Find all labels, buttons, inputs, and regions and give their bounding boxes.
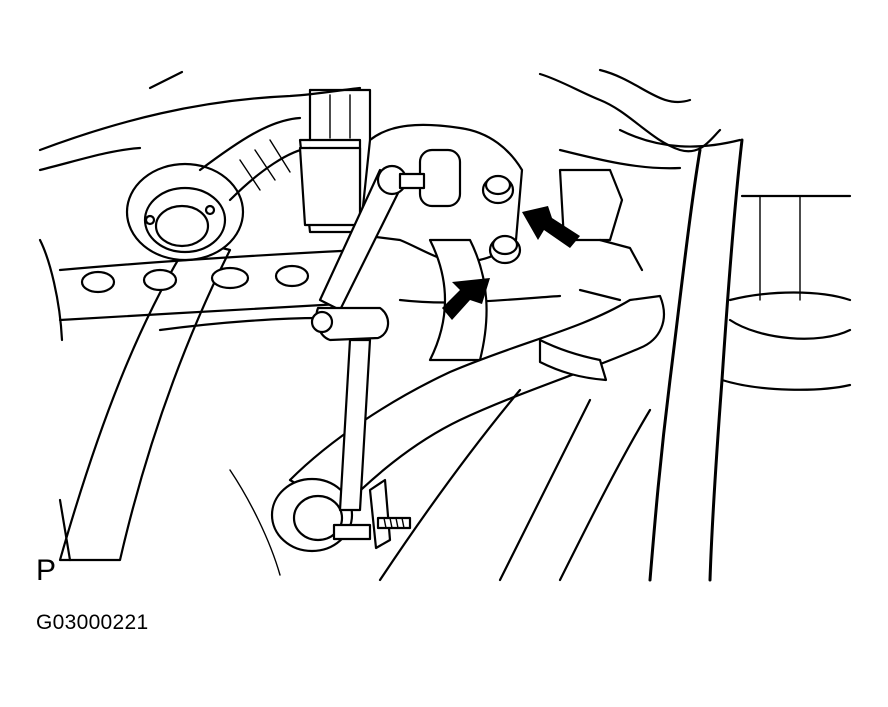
sensor-link	[310, 164, 426, 550]
fender-frame	[648, 138, 852, 582]
arrow-icon	[442, 278, 490, 320]
drive-shaft	[58, 116, 312, 562]
cross-member	[58, 248, 362, 332]
lower-rails	[229, 388, 652, 582]
stabilizer-bar	[270, 294, 665, 553]
view-letter: P	[36, 554, 57, 587]
body-outline	[38, 68, 742, 342]
bracket-bolts	[481, 174, 522, 265]
figure-id: G03000221	[36, 611, 149, 634]
arrow-icon	[522, 206, 580, 248]
